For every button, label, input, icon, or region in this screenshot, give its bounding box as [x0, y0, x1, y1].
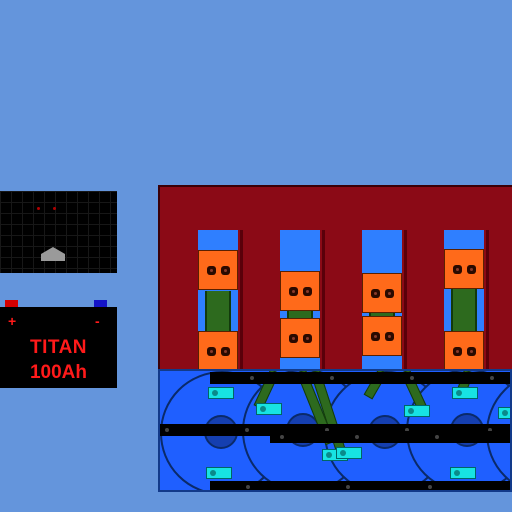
minus-sign: - [95, 313, 100, 329]
status-light-right [53, 207, 56, 210]
pump-port [385, 332, 394, 341]
piston-rod [451, 289, 477, 333]
drive-belt-lower [270, 431, 510, 443]
frame-post [240, 230, 243, 373]
frame-post [404, 230, 407, 373]
crank-pin[interactable] [452, 387, 478, 399]
crank-pin[interactable] [498, 407, 510, 419]
battery-brand: TITAN [29, 337, 88, 358]
drive-belt-bottom [210, 481, 510, 490]
pump-block[interactable] [362, 316, 402, 356]
piston-rod [287, 311, 313, 321]
crank-pin[interactable] [450, 467, 476, 479]
pump-port [453, 347, 462, 356]
positive-terminal [5, 300, 18, 307]
pump-port [467, 265, 476, 274]
piston-rod [205, 291, 231, 333]
frame-post [486, 230, 489, 373]
crank-pin[interactable] [206, 467, 232, 479]
pump-block[interactable] [198, 250, 238, 290]
pump-block[interactable] [444, 331, 484, 371]
house-icon [41, 247, 65, 261]
pump-block[interactable] [280, 271, 320, 311]
crank-pin[interactable] [336, 447, 362, 459]
plus-sign: + [8, 313, 17, 329]
battery[interactable]: + - TITAN 100Ah [0, 307, 117, 388]
pump-port [221, 347, 230, 356]
pump-port [289, 287, 298, 296]
pump-port [303, 334, 312, 343]
pump-block[interactable] [198, 331, 238, 371]
pump-block[interactable] [280, 318, 320, 358]
pump-port [467, 347, 476, 356]
status-panel [0, 191, 117, 273]
crank-housing [158, 369, 512, 492]
pump-port [453, 265, 462, 274]
pump-port [371, 289, 380, 298]
battery-capacity: 100Ah [29, 362, 88, 383]
pump-port [289, 334, 298, 343]
status-light-left [37, 207, 40, 210]
pump-port [221, 266, 230, 275]
drive-belt-top [210, 372, 510, 384]
pump-port [207, 347, 216, 356]
crank-pin[interactable] [256, 403, 282, 415]
frame-post [322, 230, 325, 373]
negative-terminal [94, 300, 107, 307]
pump-frame [158, 185, 512, 373]
pump-block[interactable] [444, 249, 484, 289]
pump-port [303, 287, 312, 296]
crank-pin[interactable] [208, 387, 234, 399]
pump-port [371, 332, 380, 341]
pump-port [385, 289, 394, 298]
pump-port [207, 266, 216, 275]
crank-pin[interactable] [404, 405, 430, 417]
pump-block[interactable] [362, 273, 402, 313]
